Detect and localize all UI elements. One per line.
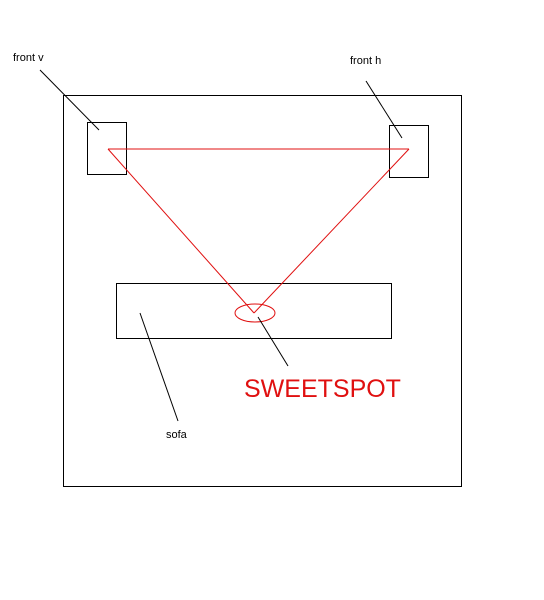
sweetspot-marker	[234, 303, 276, 323]
sofa-leader	[139, 312, 179, 422]
front-left-label: front v	[13, 52, 44, 64]
front-right-leader	[365, 80, 403, 139]
room-outline	[63, 95, 462, 487]
front-right-speaker	[389, 125, 429, 178]
sofa-outline	[116, 283, 392, 339]
sofa-label: sofa	[166, 429, 188, 441]
sweetspot-label: SWEETSPOT	[244, 375, 401, 403]
sweetspot-leader	[257, 316, 289, 367]
left-sightline	[107, 148, 255, 314]
front-left-leader	[39, 69, 100, 131]
front-right-label: front h	[350, 55, 381, 67]
right-sightline	[253, 148, 410, 314]
